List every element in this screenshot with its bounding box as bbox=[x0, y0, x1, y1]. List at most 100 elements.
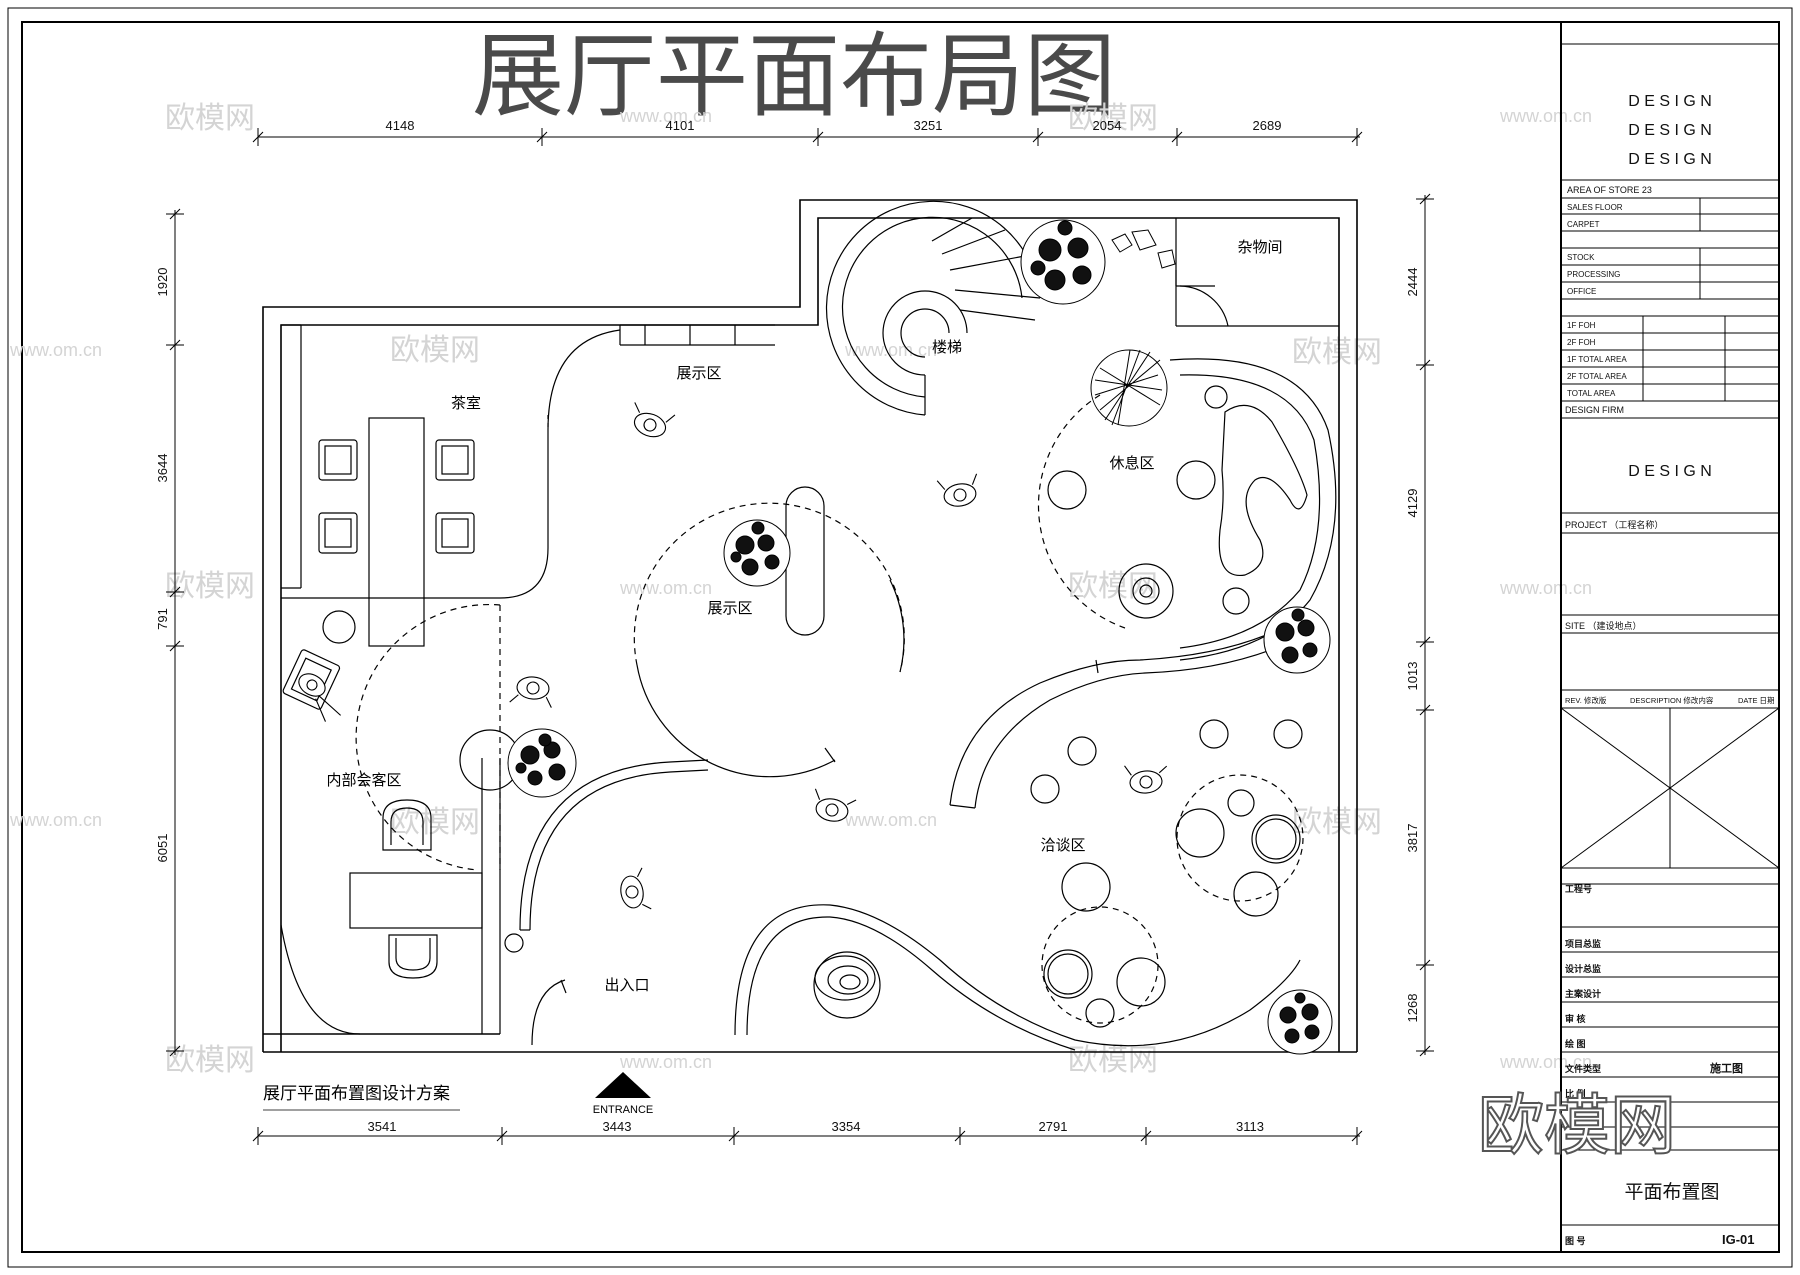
processing: PROCESSING bbox=[1567, 270, 1620, 279]
drafter-label: 绘 图 bbox=[1565, 1038, 1586, 1049]
watermark-url: www.om.cn bbox=[619, 1052, 712, 1072]
meeting-chair bbox=[388, 934, 438, 979]
round-stool bbox=[1047, 470, 1087, 510]
sculpture bbox=[813, 951, 881, 1019]
sales-floor: SALES FLOOR bbox=[1567, 203, 1623, 212]
dimension-left-labels: 1920 3644 791 6051 bbox=[155, 268, 170, 863]
dimension-label: 3354 bbox=[832, 1119, 861, 1134]
dimension-label: 3644 bbox=[155, 454, 170, 483]
f2-foh: 2F FOH bbox=[1567, 338, 1596, 347]
round-stool bbox=[1175, 808, 1225, 858]
meeting-chair bbox=[382, 799, 432, 851]
round-stool bbox=[1047, 953, 1089, 995]
watermark-text: 欧模网 bbox=[1292, 336, 1382, 369]
round-stool bbox=[1116, 957, 1166, 1007]
dimension-top-labels: 4148 4101 3251 2054 2689 bbox=[386, 118, 1282, 133]
display-pedestal bbox=[785, 486, 825, 636]
room-label-meeting: 内部会客区 bbox=[326, 772, 401, 789]
rev-label: REV. 修改版 bbox=[1565, 695, 1607, 705]
entrance-arrow-icon bbox=[595, 1072, 651, 1098]
tea-chair bbox=[435, 439, 475, 481]
file-type-value: 施工图 bbox=[1710, 1061, 1743, 1075]
watermark-text: 欧模网 bbox=[165, 102, 255, 135]
dimension-label: 2689 bbox=[1253, 118, 1282, 133]
room-label-entry: 出入口 bbox=[604, 977, 649, 994]
room-label-stairs: 楼梯 bbox=[932, 339, 962, 356]
scale-label: 比 例 bbox=[1565, 1088, 1586, 1099]
watermark-url: www.om.cn bbox=[619, 106, 712, 126]
drawing-title: 展厅平面布局图 bbox=[472, 26, 1116, 128]
watermark-url: www.om.cn bbox=[9, 810, 102, 830]
round-stool bbox=[1199, 719, 1229, 749]
dimension-label: 2444 bbox=[1405, 268, 1420, 297]
sheet-outer-border bbox=[7, 7, 1793, 1268]
rest-area bbox=[1037, 358, 1337, 661]
design-line: D E S I G N bbox=[1628, 122, 1712, 139]
dimension-label: 1013 bbox=[1405, 662, 1420, 691]
watermark-url: www.om.cn bbox=[619, 578, 712, 598]
design-line: D E S I G N bbox=[1628, 93, 1712, 110]
stock: STOCK bbox=[1567, 253, 1595, 262]
dimension-label: 4129 bbox=[1405, 489, 1420, 518]
reviewer-label: 审 核 bbox=[1565, 1013, 1586, 1024]
plant-icon bbox=[1020, 219, 1106, 305]
round-stool bbox=[1233, 871, 1279, 917]
meeting-desk bbox=[349, 872, 483, 929]
plant-icon bbox=[723, 519, 791, 587]
watermark-text: 欧模网 bbox=[390, 806, 480, 839]
dimension-label: 4101 bbox=[666, 118, 695, 133]
watermark-url-layer: www.om.cn www.om.cn www.om.cn www.om.cn … bbox=[9, 106, 1592, 1072]
room-label-rest-area: 休息区 bbox=[1109, 455, 1154, 472]
plant-icon bbox=[1263, 606, 1331, 674]
file-type-label: 文件类型 bbox=[1564, 1063, 1601, 1074]
description-label: DESCRIPTION 修改内容 bbox=[1630, 695, 1714, 705]
round-stool bbox=[1251, 814, 1301, 864]
room-label-display-center: 展示区 bbox=[707, 600, 752, 617]
round-stool bbox=[1222, 587, 1250, 615]
fountain-core bbox=[1139, 584, 1153, 598]
dimension-label: 3251 bbox=[914, 118, 943, 133]
f1-foh: 1F FOH bbox=[1567, 321, 1596, 330]
watermark-text: 欧模网 bbox=[1068, 570, 1158, 603]
drawing-no-label: 图 号 bbox=[1565, 1236, 1586, 1246]
watermark-text: 欧模网 bbox=[390, 334, 480, 367]
entrance-label: ENTRANCE bbox=[593, 1104, 654, 1116]
watermark-text: 欧模网 bbox=[1068, 1044, 1158, 1077]
tea-chair bbox=[435, 512, 475, 554]
watermark-text: 欧模网 bbox=[165, 570, 255, 603]
site-label: SITE （建设地点） bbox=[1565, 620, 1642, 631]
watermark-text: 欧模网 bbox=[1292, 806, 1382, 839]
watermark-url: www.om.cn bbox=[844, 810, 937, 830]
rock-icon bbox=[1111, 229, 1176, 269]
watermark-url: www.om.cn bbox=[844, 340, 937, 360]
dimension-label: 6051 bbox=[155, 834, 170, 863]
area-of-store: AREA OF STORE 23 bbox=[1567, 185, 1652, 195]
round-stool bbox=[1061, 862, 1111, 912]
room-label-negotiation: 洽谈区 bbox=[1040, 837, 1085, 854]
round-stool bbox=[1030, 774, 1060, 804]
dimension-right bbox=[1416, 193, 1434, 1057]
f2-total: 2F TOTAL AREA bbox=[1567, 372, 1627, 381]
tea-table bbox=[368, 417, 425, 647]
round-stool bbox=[1067, 736, 1097, 766]
fountain bbox=[1118, 563, 1174, 619]
total-area: TOTAL AREA bbox=[1567, 389, 1616, 398]
dimension-left bbox=[166, 208, 184, 1057]
watermark-url: www.om.cn bbox=[1499, 1052, 1592, 1072]
spiral-stair bbox=[825, 200, 1041, 416]
tea-chair bbox=[318, 512, 358, 554]
round-stool bbox=[1085, 998, 1115, 1028]
room-label-storage: 杂物间 bbox=[1237, 239, 1282, 256]
room-label-tea-room: 茶室 bbox=[451, 395, 481, 412]
plant-icon bbox=[507, 728, 577, 798]
watermark-text: 欧模网 bbox=[1068, 102, 1158, 135]
fountain-inner bbox=[1132, 577, 1160, 605]
dimension-label: 3541 bbox=[368, 1119, 397, 1134]
dimension-label: 2791 bbox=[1039, 1119, 1068, 1134]
dimension-top bbox=[252, 128, 1363, 146]
watermark-text: 欧模网 bbox=[165, 1044, 255, 1077]
dimension-label: 3113 bbox=[1236, 1119, 1264, 1134]
office: OFFICE bbox=[1567, 287, 1596, 296]
watermark-url: www.om.cn bbox=[1499, 578, 1592, 598]
project-label: PROJECT （工程名称） bbox=[1565, 519, 1663, 530]
